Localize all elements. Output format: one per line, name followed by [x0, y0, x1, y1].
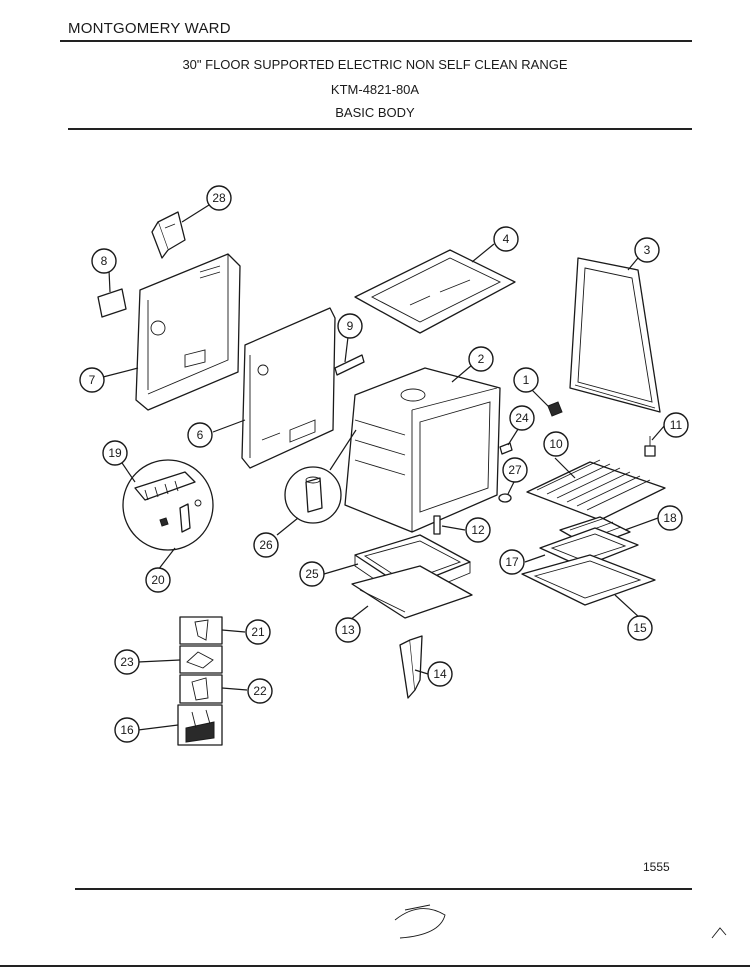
page-number: 1555 [643, 860, 670, 874]
callout-label: 23 [120, 655, 134, 669]
callout-label: 28 [212, 191, 226, 205]
part-16-terminal-box [177, 704, 223, 746]
part-6-inner-panel [241, 307, 336, 469]
callout-label: 22 [253, 684, 267, 698]
part-8-plate [97, 288, 127, 318]
callout-label: 17 [505, 555, 519, 569]
part-14-handle [399, 635, 423, 699]
callout-label: 26 [259, 538, 273, 552]
callout-label: 13 [341, 623, 355, 637]
diagram-title: 30" FLOOR SUPPORTED ELECTRIC NON SELF CL… [182, 57, 568, 72]
callout-24: 24 [509, 405, 535, 431]
callout-label: 6 [197, 428, 204, 442]
part-13-drawer-bottom [351, 565, 473, 619]
part-24-clip [499, 442, 513, 455]
callout-3: 3 [634, 237, 660, 263]
callout-label: 9 [347, 319, 354, 333]
footer-rule [75, 888, 692, 890]
callout-label: 11 [670, 418, 683, 432]
callout-label: 3 [644, 243, 651, 257]
callout-label: 12 [471, 523, 485, 537]
part-27-washer [498, 493, 512, 503]
callout-label: 1 [523, 373, 530, 387]
part-26-detail [284, 429, 357, 524]
callout-label: 27 [508, 463, 522, 477]
callout-label: 20 [151, 573, 165, 587]
callout-10: 10 [543, 431, 569, 457]
part-4-cooktop [354, 249, 516, 334]
callout-12: 12 [465, 517, 491, 543]
callout-label: 14 [433, 667, 447, 681]
callout-13: 13 [335, 617, 361, 643]
callout-label: 8 [101, 254, 108, 268]
callout-label: 10 [549, 437, 563, 451]
callout-28: 28 [206, 185, 232, 211]
callout-label: 21 [251, 625, 265, 639]
callout-label: 19 [108, 446, 122, 460]
callout-18: 18 [657, 505, 683, 531]
page-bottom-rule [0, 965, 750, 967]
callout-2: 2 [468, 346, 494, 372]
part-1-block [547, 401, 563, 417]
section-name: BASIC BODY [335, 105, 415, 120]
callout-label: 16 [120, 723, 134, 737]
callout-16: 16 [114, 717, 140, 743]
callout-1: 1 [513, 367, 539, 393]
footer-scribble-mark [394, 904, 727, 939]
part-9-strip [334, 354, 365, 376]
header-top-rule [60, 40, 692, 42]
part-2-oven-body [344, 367, 501, 533]
callout-label: 24 [515, 411, 529, 425]
part-12-bolt [433, 515, 441, 535]
callout-label: 7 [89, 373, 96, 387]
part-28-bracket [151, 211, 186, 259]
leader-lines [102, 204, 666, 731]
model-number: KTM-4821-80A [330, 82, 420, 97]
callout-25: 25 [299, 561, 325, 587]
callout-26: 26 [253, 532, 279, 558]
callout-6: 6 [187, 422, 213, 448]
part-7-rear-panel [135, 253, 241, 411]
part-19-20-detail [122, 459, 214, 551]
callout-23: 23 [114, 649, 140, 675]
callout-19: 19 [102, 440, 128, 466]
part-10-oven-rack [526, 459, 666, 521]
callout-15: 15 [627, 615, 653, 641]
callout-label: 4 [503, 232, 510, 246]
callout-label: 2 [478, 352, 485, 366]
part-11-leveling-leg [644, 436, 656, 457]
part-15-drawer-liner [521, 554, 656, 606]
callout-11: 11 [663, 412, 689, 438]
part-23-bracket-box [179, 645, 223, 674]
callout-4: 4 [493, 226, 519, 252]
callout-8: 8 [91, 248, 117, 274]
callout-7: 7 [79, 367, 105, 393]
callout-9: 9 [337, 313, 363, 339]
callout-label: 18 [663, 511, 677, 525]
part-3-door-frame [569, 257, 661, 413]
brand-name: MONTGOMERY WARD [68, 20, 231, 37]
header-bottom-rule [68, 128, 692, 130]
callout-label: 15 [633, 621, 647, 635]
callout-20: 20 [145, 567, 171, 593]
callout-21: 21 [245, 619, 271, 645]
callout-27: 27 [502, 457, 528, 483]
callout-14: 14 [427, 661, 453, 687]
part-21-clip-box [179, 616, 223, 645]
callout-label: 25 [305, 567, 319, 581]
callout-22: 22 [247, 678, 273, 704]
part-22-clip-box [179, 674, 223, 704]
callout-17: 17 [499, 549, 525, 575]
